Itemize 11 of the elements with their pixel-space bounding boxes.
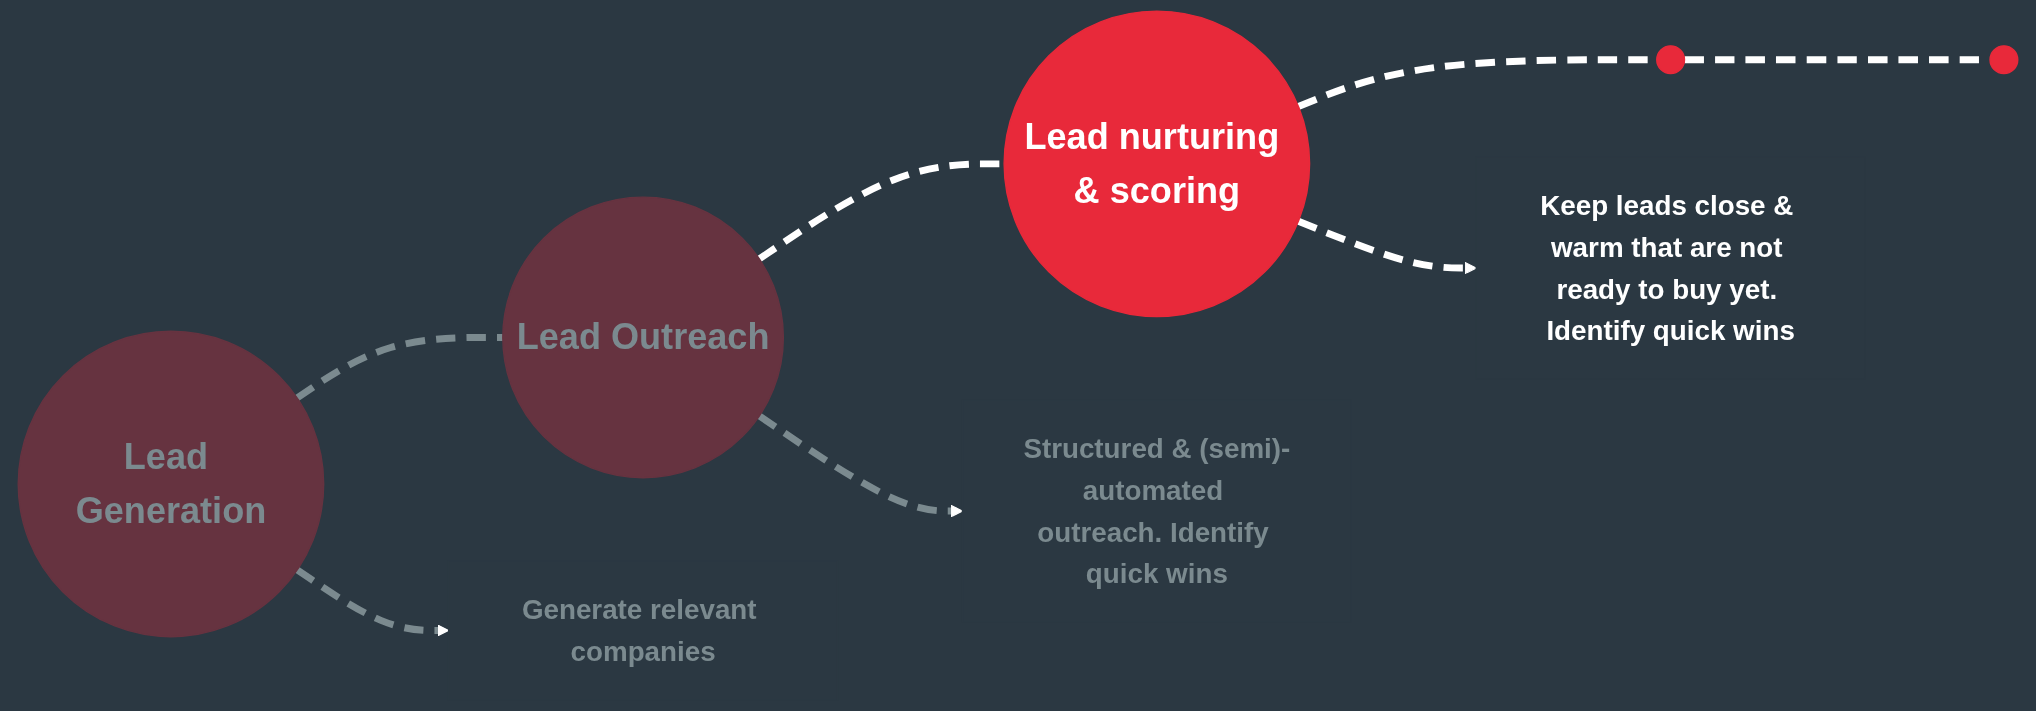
arrow xyxy=(757,413,963,518)
node-circle xyxy=(1656,45,1686,75)
node-circle xyxy=(1989,45,2019,75)
node-text: Structured & (semi)-automated outreach. Identify quick wins xyxy=(1023,433,1291,589)
node-circle xyxy=(17,330,325,638)
connector xyxy=(295,333,503,401)
node-text: Generate relevant companies xyxy=(521,594,757,667)
node-text: Keep leads close & warm that are not ready to buy yet. Identify quick wins xyxy=(1540,190,1795,346)
arrow xyxy=(1297,218,1477,275)
node-circle xyxy=(1003,10,1311,318)
node-circle xyxy=(502,196,785,479)
